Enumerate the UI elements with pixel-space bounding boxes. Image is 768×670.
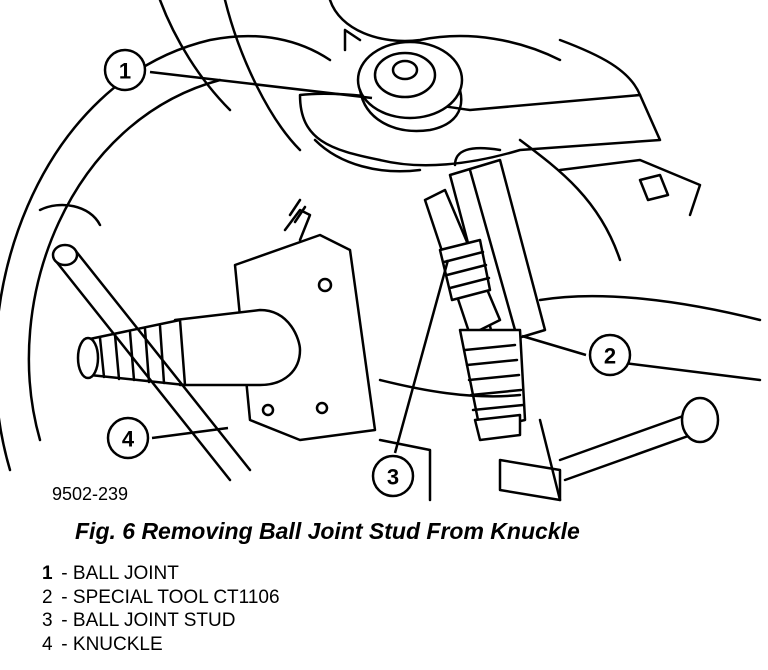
ball-joint-removal-illustration: 1 2 3 4: [0, 0, 762, 502]
legend-number: 3: [42, 610, 53, 631]
callout-circle-1: [103, 48, 147, 92]
legend-separator: -: [56, 633, 73, 655]
legend-number: 1: [42, 563, 53, 584]
spindle-drawing: [76, 308, 302, 387]
callout-legend: 1 - BALL JOINT 2 - SPECIAL TOOL CT1106 3…: [42, 562, 280, 656]
ball-joint-drawing: [343, 28, 464, 133]
brake-rotor-drawing: [0, 0, 332, 472]
ball-joint-stud-drawing: [438, 238, 492, 302]
leader-line-3: [393, 259, 450, 454]
legend-label: BALL JOINT: [72, 563, 179, 584]
callout-number-3: 3: [387, 465, 399, 490]
legend-item: 1 - BALL JOINT: [42, 562, 280, 586]
callout-circle-4: [106, 416, 150, 460]
leader-line-4: [151, 426, 229, 440]
knuckle-drawing: [233, 198, 377, 442]
figure-caption: Fig. 6 Removing Ball Joint Stud From Knu…: [75, 518, 580, 544]
legend-number: 4: [42, 633, 53, 655]
callout-circle-3: [371, 454, 415, 498]
legend-label: KNUCKLE: [72, 633, 163, 655]
callout-circle-2: [588, 333, 632, 377]
tie-rod-drawing: [38, 173, 720, 502]
callout-number-1: 1: [119, 59, 131, 84]
leader-line-2: [521, 334, 587, 357]
legend-number: 2: [42, 586, 53, 608]
legend-separator: -: [56, 586, 73, 608]
figure-id: 9502-239: [52, 484, 129, 504]
callout-number-2: 2: [604, 344, 616, 369]
legend-item: 2 - SPECIAL TOOL CT1106: [42, 586, 280, 610]
callout-number-4: 4: [122, 427, 135, 452]
legend-separator: -: [56, 563, 73, 584]
legend-label: SPECIAL TOOL CT1106: [72, 586, 280, 608]
legend-item: 4 - KNUCKLE: [42, 633, 280, 657]
leader-line-1: [149, 70, 373, 100]
legend-label: BALL JOINT STUD: [72, 610, 236, 631]
legend-separator: -: [56, 610, 73, 631]
legend-item: 3 - BALL JOINT STUD: [42, 609, 280, 633]
